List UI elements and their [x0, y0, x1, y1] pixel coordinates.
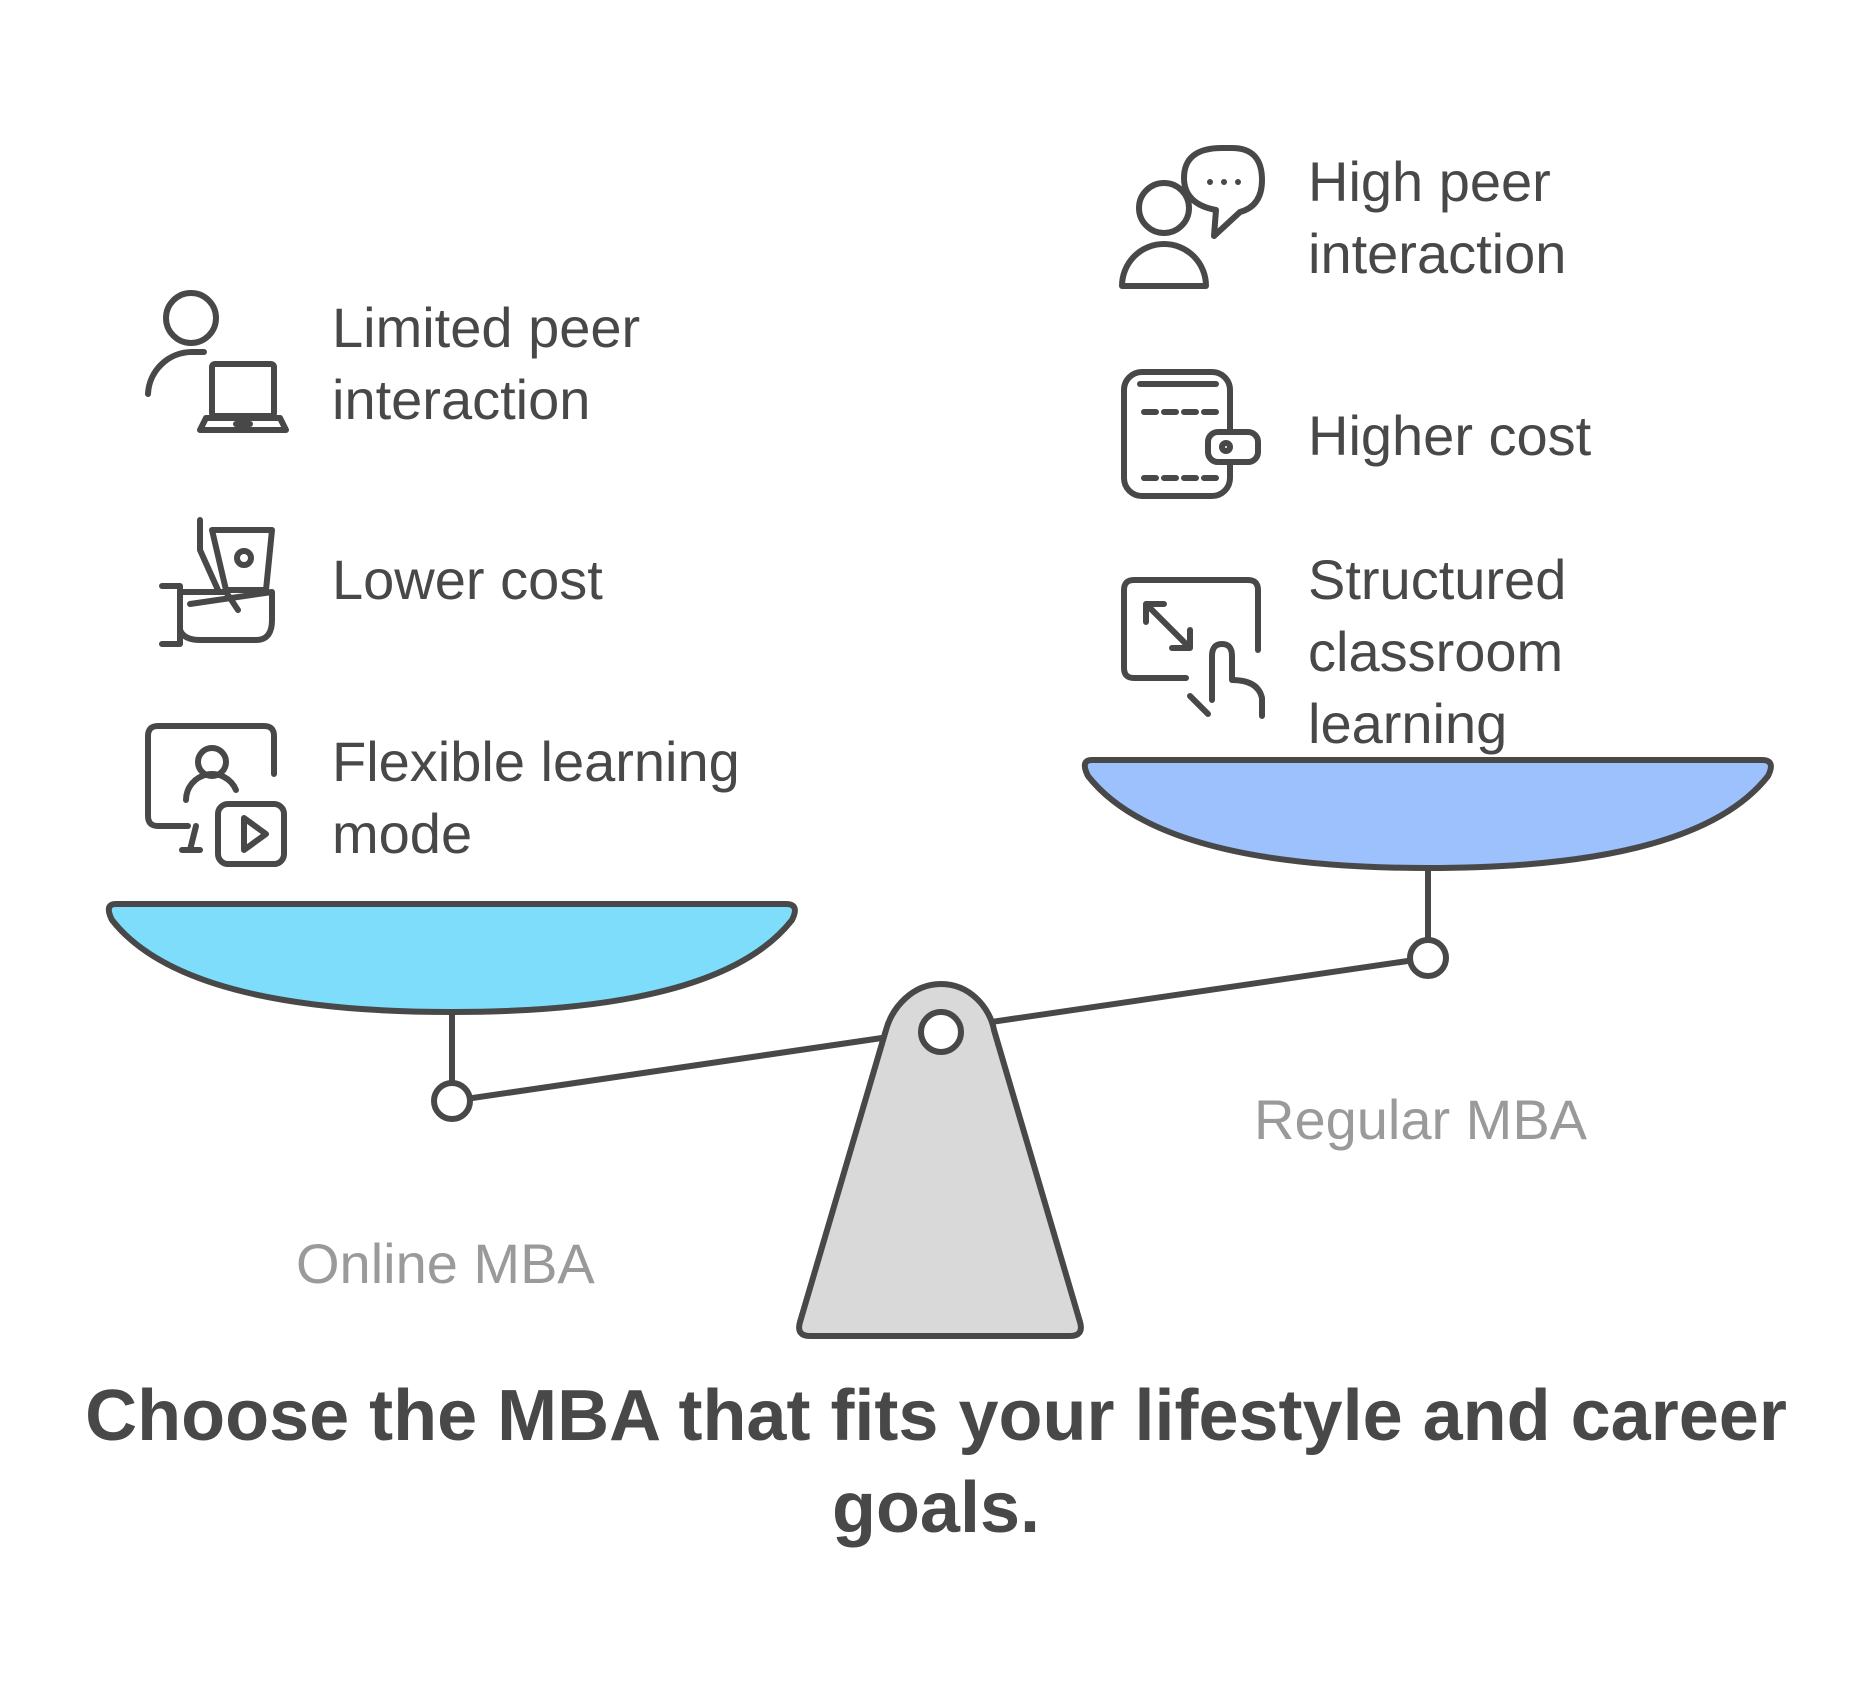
hand-money-icon [159, 517, 275, 647]
right-hanger-joint [1407, 937, 1449, 979]
touch-screen-icon [1121, 577, 1265, 719]
person-laptop-icon [145, 290, 289, 433]
left-item-label-peer: Limited peer interaction [332, 296, 641, 431]
fulcrum [796, 980, 1084, 1339]
online-mba-label: Online MBA [296, 1232, 595, 1295]
diagram-caption: Choose the MBA that fits your lifestyle … [85, 1376, 1787, 1548]
right-pan [1081, 757, 1774, 872]
person-chat-icon [1119, 145, 1265, 289]
left-item-label-mode: Flexible learning mode [332, 730, 740, 865]
right-item-label-cost: Higher cost [1308, 404, 1592, 467]
wallet-icon [1121, 369, 1261, 499]
video-lesson-icon [145, 723, 287, 867]
left-pan [105, 901, 798, 1016]
left-hanger-joint [431, 1080, 473, 1122]
fulcrum-pivot [918, 1009, 964, 1055]
regular-mba-label: Regular MBA [1254, 1088, 1588, 1151]
left-item-label-cost: Lower cost [332, 548, 603, 611]
right-item-label-learning: Structured classroom learning [1308, 548, 1567, 755]
right-item-label-peer: High peer interaction [1308, 150, 1567, 285]
